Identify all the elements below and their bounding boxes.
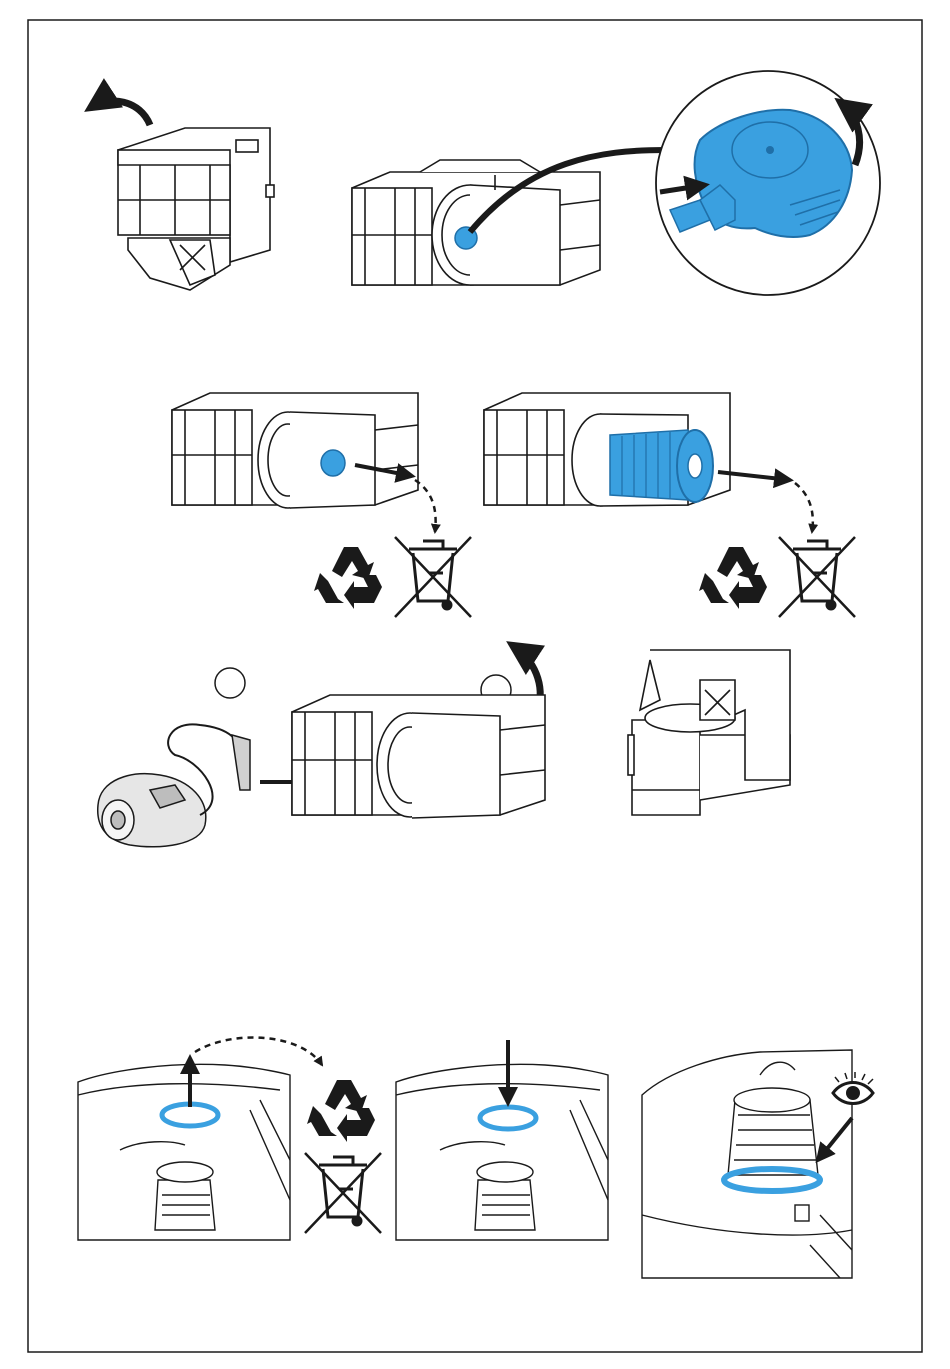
step-circle-icon: [215, 668, 245, 698]
step-inspect-seal: [642, 1050, 873, 1278]
filter-cartridge-highlight: [610, 430, 713, 502]
chamber-closeup: [642, 1050, 852, 1278]
chamber-cutaway-2: [396, 1064, 608, 1240]
filter-cap-highlight: [321, 450, 345, 476]
chamber-cutaway-1: [78, 1064, 290, 1240]
appliance-open-empty: [292, 695, 545, 818]
appliance-open-cap-out: [172, 393, 418, 508]
magnifier-circle: [656, 71, 880, 295]
